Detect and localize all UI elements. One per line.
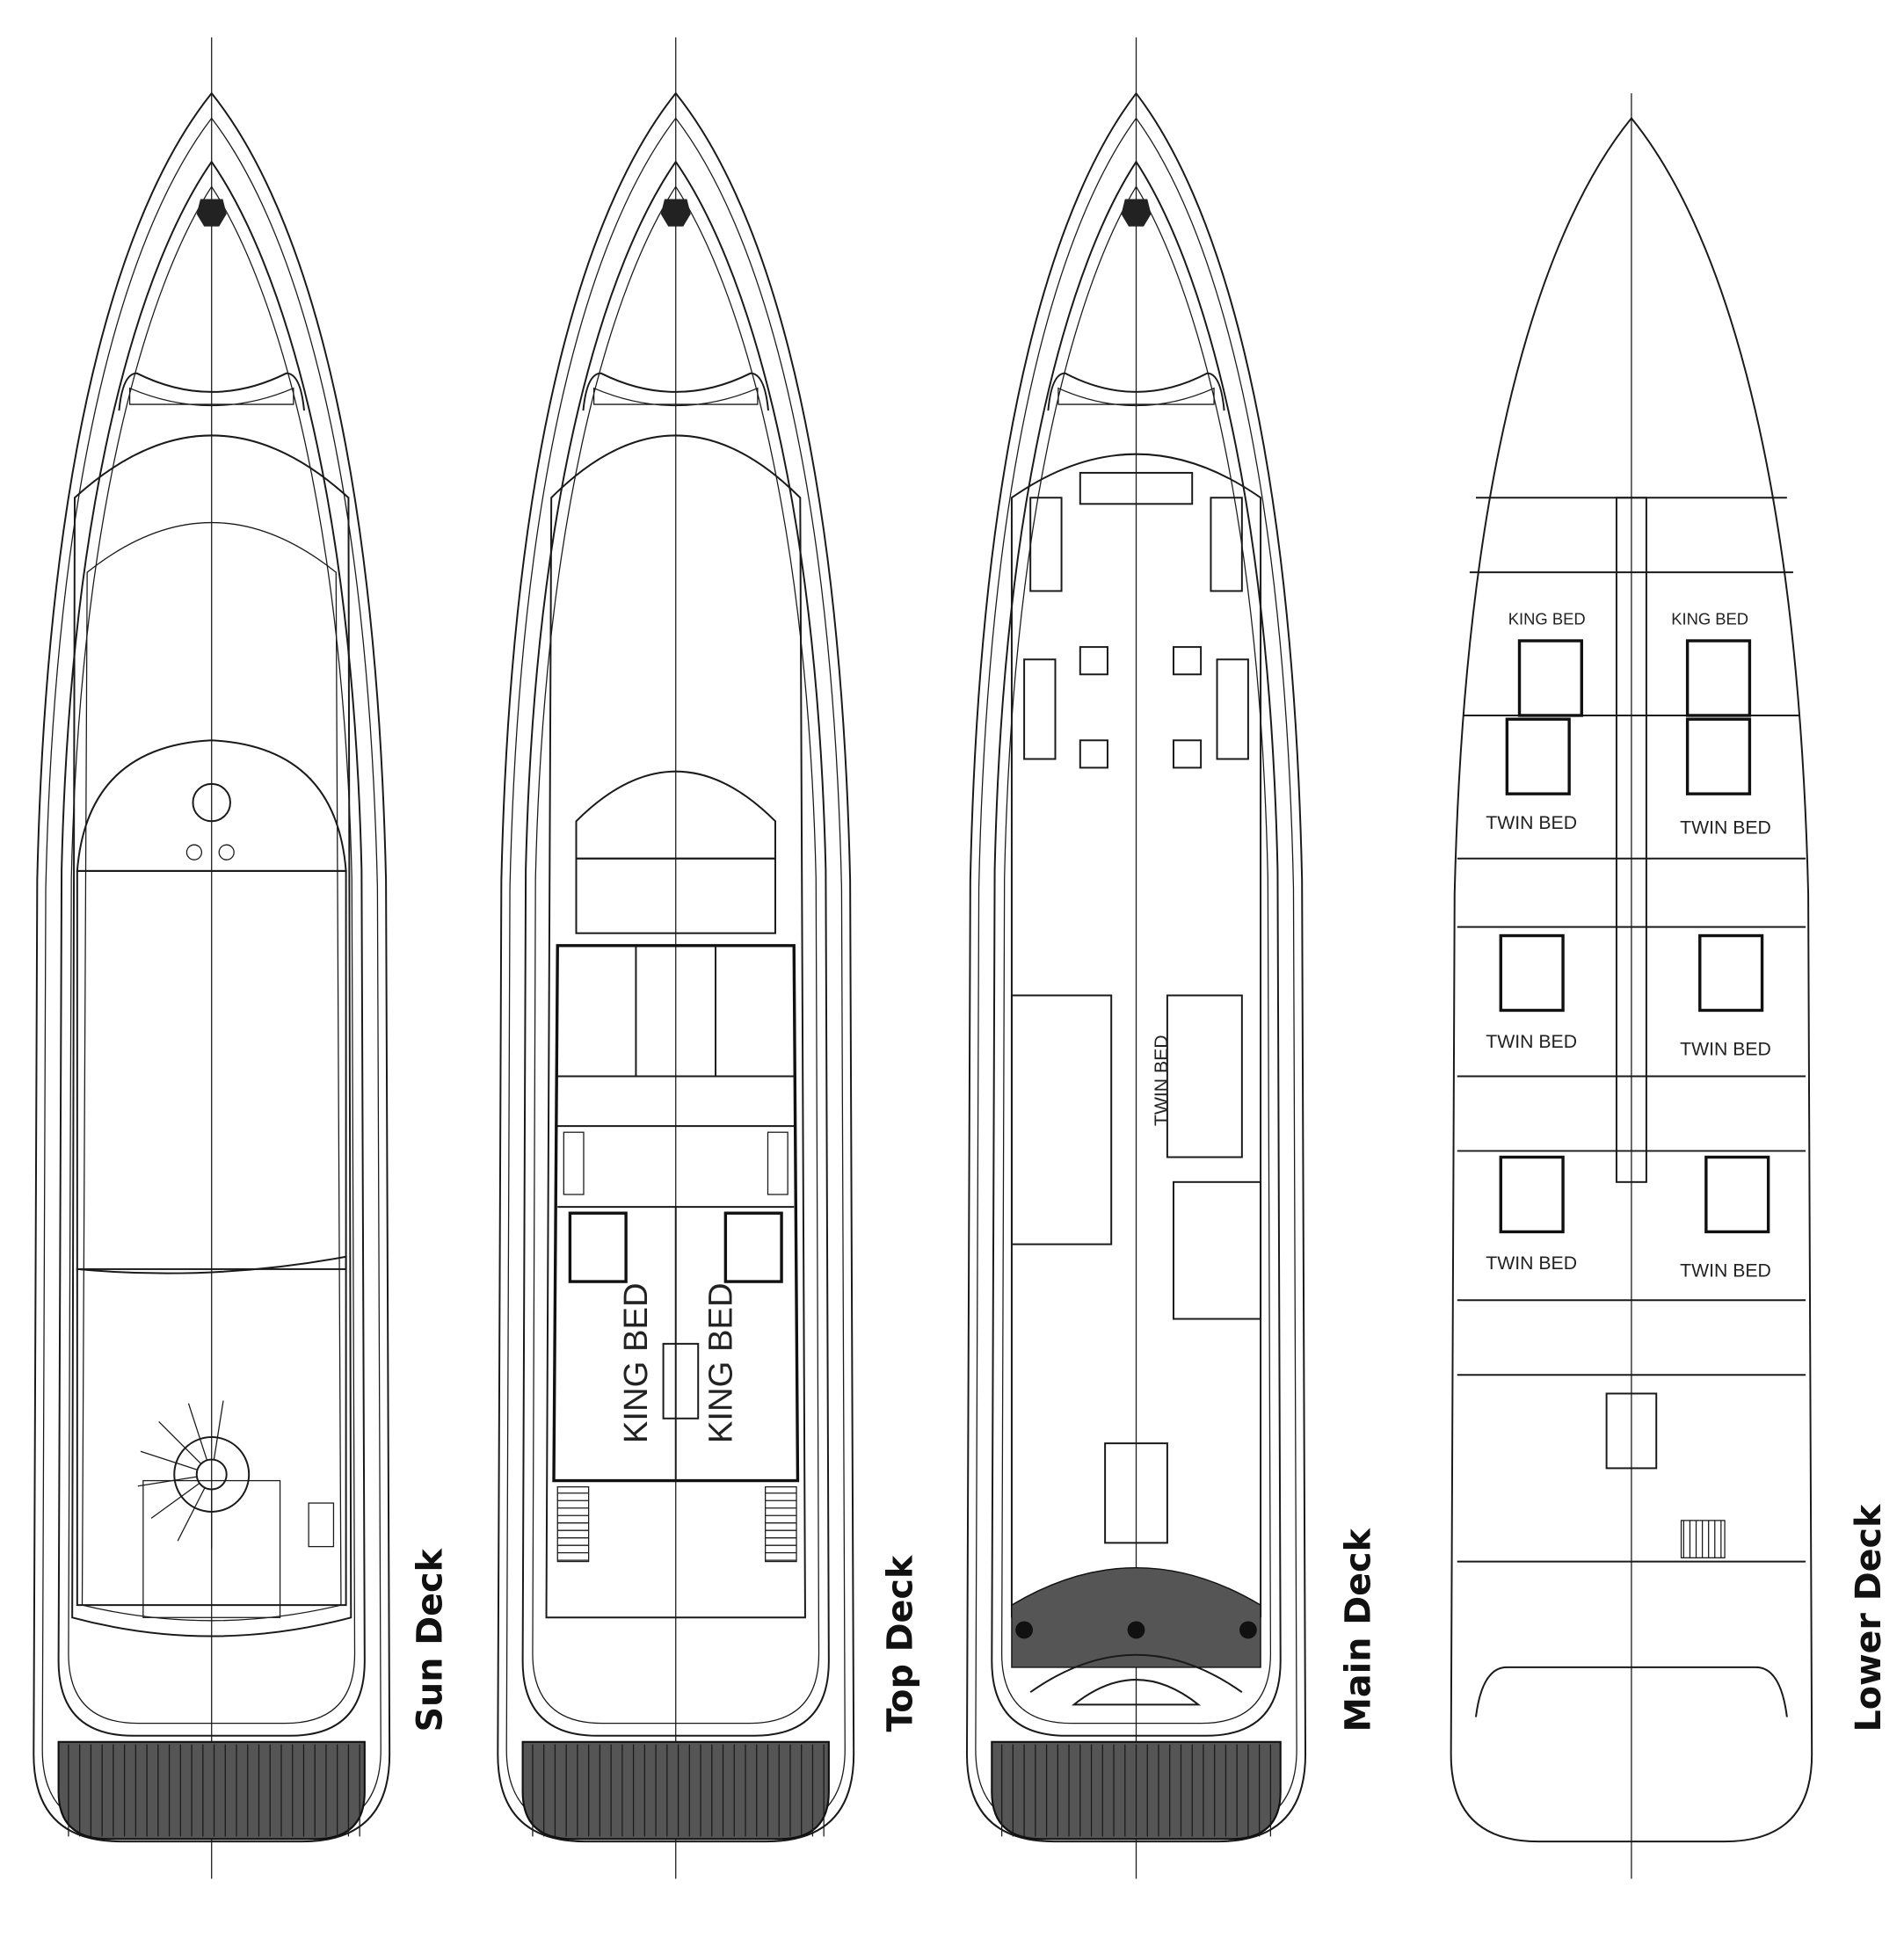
helm-icon: [192, 782, 231, 823]
line: [187, 1403, 208, 1461]
line: [213, 1400, 224, 1460]
bed: [1499, 1155, 1565, 1234]
galley: [1010, 994, 1113, 1245]
lower-deck-twin-bed-4: TWIN BED: [1680, 1039, 1771, 1059]
lazarette: [1474, 1666, 1788, 1717]
sun-deck-label: Sun Deck: [411, 1548, 451, 1732]
hull-outline: [497, 91, 855, 1843]
main-deck-label: Main Deck: [1339, 1528, 1379, 1732]
line: [177, 1487, 206, 1542]
line: [158, 1420, 202, 1464]
deck-edge: [521, 160, 830, 1737]
hull-outline: [965, 91, 1307, 1843]
bed: [1698, 933, 1764, 1013]
lower-deck-king-bed-1: KING BED: [1508, 610, 1586, 628]
anchor-winch-icon: [660, 199, 691, 227]
deck-edge: [991, 160, 1282, 1737]
main-deck-twin-bed: TWIN BED: [1152, 1035, 1172, 1126]
lower-deck-king-bed-2: KING BED: [1671, 610, 1748, 628]
storage: [1172, 1180, 1262, 1320]
top-deck-plan: [497, 37, 855, 1879]
bathtub: [767, 1131, 788, 1195]
wheelhouse-dome: [575, 770, 776, 860]
line: [140, 1450, 198, 1470]
line: [137, 1476, 198, 1487]
lower-deck-twin-bed-2: TWIN BED: [1680, 817, 1771, 838]
stairs-starboard: [765, 1486, 797, 1563]
anchor-winch-icon: [1121, 199, 1152, 227]
bow-seat-cushion: [592, 387, 759, 407]
bed: [1704, 1155, 1770, 1234]
stair-well: [142, 1479, 281, 1618]
lower-deck-twin-bed-3: TWIN BED: [1486, 1032, 1577, 1052]
bed: [1505, 717, 1571, 795]
deck-edge-inner: [1000, 185, 1272, 1725]
teak-swim-platform: [521, 1740, 830, 1841]
teak-swim-platform: [57, 1740, 366, 1841]
lower-deck-twin-bed-6: TWIN BED: [1680, 1260, 1771, 1281]
armchair: [1079, 646, 1108, 676]
table: [662, 1342, 700, 1420]
top-deck-label: Top Deck: [881, 1554, 921, 1732]
wheelhouse: [575, 857, 776, 934]
line: [150, 1482, 200, 1519]
bollard-icon: [1239, 1621, 1257, 1639]
hull-outline: [33, 91, 391, 1843]
bed: [1517, 639, 1583, 717]
bow-seat: [582, 372, 769, 411]
stool-icon: [218, 844, 235, 860]
deck-edge-inner: [532, 185, 820, 1725]
dining-table: [1104, 1442, 1168, 1544]
bathtub: [563, 1131, 585, 1195]
main-deck-plan: [965, 37, 1307, 1879]
lower-deck-twin-bed-5: TWIN BED: [1486, 1253, 1577, 1274]
stairs-port: [556, 1486, 590, 1563]
lower-deck-plan: [1450, 93, 1813, 1879]
stairs: [1680, 1520, 1726, 1558]
bow-seat: [1047, 372, 1225, 411]
top-deck-king-bed-port: KING BED: [617, 1282, 655, 1443]
top-deck-outline: [545, 434, 806, 1619]
stool-icon: [185, 844, 203, 860]
armchair: [1079, 739, 1108, 769]
engine-room-unit: [1605, 1392, 1658, 1470]
aft-deck: [76, 1255, 347, 1607]
bow-seat-cushion: [128, 387, 294, 407]
lounge-area: [76, 869, 347, 1270]
flybridge-outline: [71, 434, 352, 1637]
sofa: [1210, 497, 1243, 592]
cabin: [1166, 994, 1243, 1158]
lower-deck-twin-bed-1: TWIN BED: [1486, 813, 1577, 833]
transom-steps: [1029, 1653, 1243, 1694]
bed: [1499, 933, 1565, 1013]
deck-edge: [57, 160, 366, 1737]
king-bed-port: [568, 1211, 628, 1283]
main-deck-outline: [1010, 453, 1262, 1618]
armchair: [1172, 646, 1203, 676]
sofa: [1029, 497, 1063, 592]
top-deck-king-bed-starboard: KING BED: [701, 1282, 739, 1443]
bed: [1685, 717, 1752, 795]
bow-seat-cushion: [1057, 387, 1215, 407]
transom-seat: [1071, 1679, 1202, 1706]
bollard-icon: [1015, 1621, 1034, 1639]
bollard-icon: [1127, 1621, 1145, 1639]
hull-outline: [1450, 116, 1813, 1843]
deck-edge-inner: [68, 185, 356, 1725]
ladder: [308, 1502, 335, 1548]
forward-sofa: [1079, 471, 1194, 505]
sofa: [1023, 658, 1057, 760]
aft-cockpit-teak: [1011, 1566, 1261, 1668]
sun-deck-plan: [33, 37, 391, 1879]
sunbed-front: [76, 739, 347, 872]
king-bed-starboard: [723, 1211, 783, 1283]
sofa: [1216, 658, 1249, 760]
bow-seat: [118, 372, 305, 411]
bed: [1685, 639, 1752, 717]
anchor-winch-icon: [196, 199, 227, 227]
armchair: [1172, 739, 1203, 769]
lower-deck-label: Lower Deck: [1849, 1503, 1889, 1732]
